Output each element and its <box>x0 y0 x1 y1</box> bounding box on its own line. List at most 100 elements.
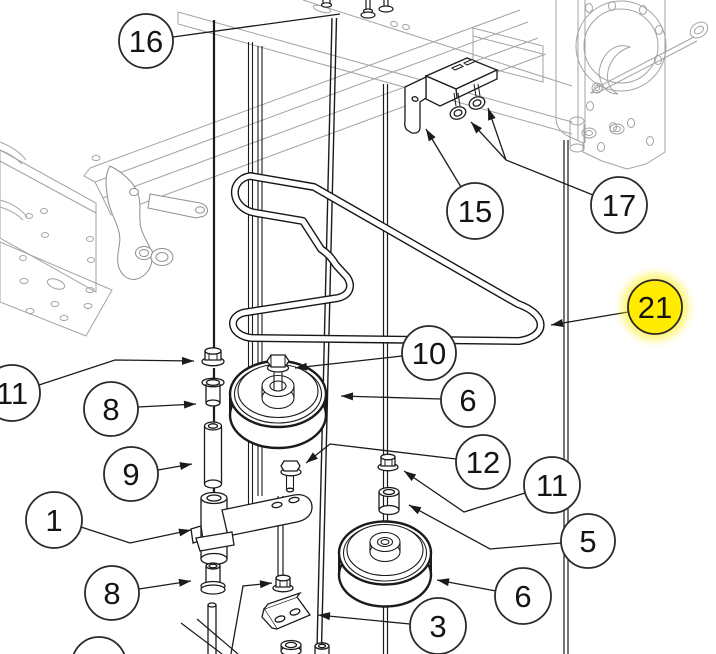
flange-nuts-17 <box>449 96 486 120</box>
spacer-5 <box>378 486 400 516</box>
flat-idler-pulley-lower <box>337 520 433 608</box>
callout-number: 16 <box>129 24 163 59</box>
pulley-hub-upper <box>261 374 295 410</box>
callout-21-3[interactable]: 21 <box>621 273 689 341</box>
leader-line <box>408 504 562 550</box>
callout-number: 8 <box>102 392 119 427</box>
callout-circle[interactable] <box>25 491 83 549</box>
callout-circle[interactable] <box>118 13 174 69</box>
callout-number: 5 <box>579 524 596 559</box>
callout-number: 17 <box>602 188 636 223</box>
callout-circle[interactable] <box>72 636 126 654</box>
callout-circle[interactable] <box>103 446 159 502</box>
callout-8-5[interactable]: 8 <box>83 381 139 437</box>
leader-arrowhead <box>318 612 331 621</box>
leader-arrowhead <box>426 129 436 142</box>
callout-3-15[interactable]: 3 <box>409 597 467 654</box>
flange-nut-lower <box>272 574 294 593</box>
frame-left <box>0 0 573 337</box>
leader-arrowhead <box>178 578 191 587</box>
callout-circle[interactable] <box>401 325 457 381</box>
leader-arrowhead <box>404 471 417 482</box>
frame-right-gearbox <box>555 0 709 170</box>
callout-number: 21 <box>638 290 672 325</box>
callout-circle[interactable] <box>560 513 616 569</box>
drive-belt <box>229 172 545 345</box>
callout-number: 3 <box>429 609 446 644</box>
callout-16-0[interactable]: 16 <box>118 13 174 69</box>
leader-lines <box>38 13 629 654</box>
leader-arrowhead <box>295 362 308 371</box>
leader-line <box>80 526 192 544</box>
spacer-tube-9 <box>203 421 223 489</box>
leader-arrowhead <box>183 400 196 409</box>
callout-circle[interactable] <box>83 381 139 437</box>
leader-arrowhead <box>306 452 318 463</box>
callout-number: 11 <box>0 376 28 411</box>
idler-bracket-15 <box>404 57 499 134</box>
callout-circle[interactable] <box>0 364 41 422</box>
callout-circle[interactable] <box>84 565 140 621</box>
callout-number: 10 <box>412 336 446 371</box>
anchor-bracket-3 <box>261 591 312 630</box>
leader-arrowhead <box>551 319 564 327</box>
callout-circle[interactable] <box>523 456 581 514</box>
callout-1-7[interactable]: 1 <box>25 491 83 549</box>
flange-nut-11-left <box>201 347 225 367</box>
callout-circle[interactable] <box>409 597 467 654</box>
lift-lever-link <box>105 165 208 280</box>
leader-arrowhead <box>178 528 191 537</box>
flat-idler-pulley-upper <box>228 354 328 450</box>
callout-11-12[interactable]: 11 <box>523 456 581 514</box>
callout-number: 1 <box>45 503 62 538</box>
leader-line <box>550 311 629 326</box>
leader-line <box>317 614 411 625</box>
center-bolt-10 <box>266 354 290 390</box>
callout-partial-16[interactable] <box>72 636 126 654</box>
callout-circle[interactable] <box>446 182 504 240</box>
callout-6-14[interactable]: 6 <box>494 567 552 625</box>
idler-arm-1 <box>190 491 313 566</box>
callout-circle[interactable] <box>590 176 648 234</box>
bottom-hardware <box>280 639 330 654</box>
callout-5-13[interactable]: 5 <box>560 513 616 569</box>
leader-arrowhead <box>437 578 450 587</box>
flange-nut-11-right <box>377 453 399 472</box>
callout-circle[interactable] <box>627 279 683 335</box>
leader-arrowhead <box>488 108 496 121</box>
leader-line <box>38 359 195 386</box>
leader-arrowhead <box>341 392 354 401</box>
pulley-hub-lower <box>369 531 401 563</box>
callout-17-2[interactable]: 17 <box>590 176 648 234</box>
leader-line <box>172 13 341 38</box>
leader-arrowhead <box>259 580 272 589</box>
leader-line <box>294 355 403 369</box>
callout-6-10[interactable]: 6 <box>440 372 496 428</box>
callout-circle[interactable] <box>440 372 496 428</box>
callout-number: 12 <box>466 445 500 480</box>
leader-arrowhead <box>181 356 194 365</box>
callout-15-1[interactable]: 15 <box>446 182 504 240</box>
callout-number: 9 <box>122 457 139 492</box>
callout-11-4[interactable]: 11 <box>0 364 41 422</box>
leader-line <box>470 121 594 196</box>
callout-8-8[interactable]: 8 <box>84 565 140 621</box>
leader-arrowhead <box>409 505 422 515</box>
callout-10-9[interactable]: 10 <box>401 325 457 381</box>
carriage-bolt-12 <box>280 460 302 493</box>
leader-arrowhead <box>179 462 192 471</box>
callout-circle[interactable] <box>494 567 552 625</box>
callout-9-6[interactable]: 9 <box>103 446 159 502</box>
pivot-bolt-shaft <box>207 602 217 654</box>
callout-12-11[interactable]: 12 <box>455 434 511 490</box>
top-bolts <box>320 0 394 19</box>
leader-arrowhead <box>471 122 483 134</box>
cable-rod-16 <box>316 17 338 649</box>
leader-line <box>340 395 442 400</box>
pull-pin-ring <box>589 21 709 94</box>
callout-circle[interactable] <box>455 434 511 490</box>
callout-number: 6 <box>459 383 476 418</box>
